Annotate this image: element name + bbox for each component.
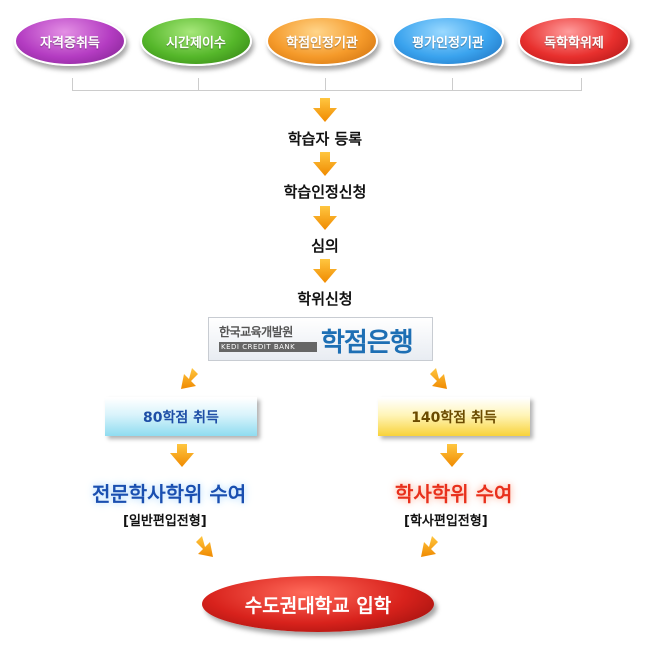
university-admission[interactable]: 수도권대학교 입학 [202, 576, 434, 632]
general-transfer-track: [일반편입전형] [123, 514, 207, 529]
category-label: 독학학위제 [544, 35, 604, 51]
down-right-arrow-icon [430, 368, 447, 389]
credits-140-box: 140학점 취득 [378, 397, 530, 436]
category-label: 시간제이수 [166, 35, 226, 51]
bachelor-degree-award: 학사학위 수여 [395, 482, 513, 506]
down-arrow-icon [313, 98, 337, 122]
connector-tick [452, 78, 453, 90]
category-label: 평가인정기관 [412, 35, 484, 51]
step-review: 심의 [311, 237, 339, 255]
down-left-arrow-icon [181, 368, 198, 389]
credits-label: 80학점 취득 [143, 410, 219, 426]
bachelor-transfer-track: [학사편입전형] [404, 514, 488, 529]
down-right-arrow-icon [196, 536, 213, 557]
down-left-arrow-icon [421, 536, 438, 557]
down-arrow-icon [313, 259, 337, 283]
down-arrow-icon [440, 444, 464, 467]
credit-bank-name: 학점은행 [321, 328, 414, 358]
category-part-time[interactable]: 시간제이수 [140, 16, 252, 66]
down-arrow-icon [313, 206, 337, 230]
category-label: 학점인정기관 [286, 35, 358, 51]
org-english-name: KEDI CREDIT BANK [219, 342, 317, 352]
final-label: 수도권대학교 입학 [244, 594, 392, 617]
credit-bank-logo: 한국교육개발원 KEDI CREDIT BANK 학점은행 [208, 317, 433, 361]
connector-tick [198, 78, 199, 90]
credits-label: 140학점 취득 [411, 410, 497, 426]
connector-bracket [72, 78, 582, 91]
category-label: 자격증취득 [40, 35, 100, 51]
step-credit-recognition-application: 학습인정신청 [283, 183, 367, 201]
category-credential[interactable]: 자격증취득 [14, 16, 126, 66]
category-credit-institution[interactable]: 학점인정기관 [266, 16, 378, 66]
step-learner-registration: 학습자 등록 [287, 130, 363, 148]
connector-tick [325, 78, 326, 90]
associate-degree-award: 전문학사학위 수여 [92, 482, 247, 506]
category-self-study-degree[interactable]: 독학학위제 [518, 16, 630, 66]
credits-80-box: 80학점 취득 [105, 397, 257, 436]
org-korean-name: 한국교육개발원 [219, 325, 293, 339]
step-degree-application: 학위신청 [297, 290, 353, 308]
category-accredited-institution[interactable]: 평가인정기관 [392, 16, 504, 66]
down-arrow-icon [170, 444, 194, 467]
down-arrow-icon [313, 152, 337, 176]
